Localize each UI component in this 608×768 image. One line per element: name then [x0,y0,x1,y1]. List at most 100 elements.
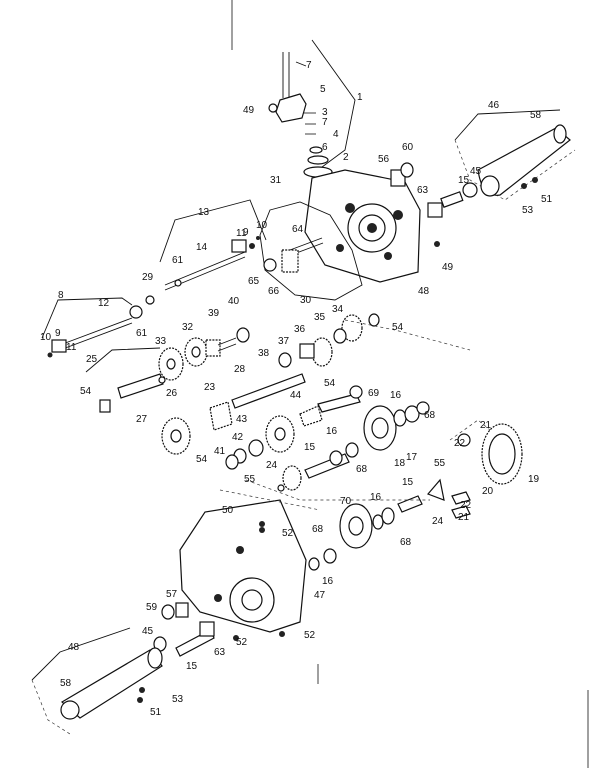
callout-54-b: 54 [80,386,92,397]
callout-5: 5 [320,84,326,95]
callout-9-upper: 9 [243,227,249,238]
callout-15-mid: 15 [304,442,316,453]
callout-19: 19 [528,474,540,485]
callout-17: 17 [406,452,418,463]
callout-36: 36 [294,324,306,335]
callout-64: 64 [292,224,304,235]
callout-14: 14 [196,242,208,253]
callout-7-top: 7 [306,60,312,71]
callout-39: 39 [208,308,220,319]
callout-22-lower: 22 [460,500,472,511]
ring-gear-assembly [449,419,523,519]
callout-43: 43 [236,414,248,425]
callout-10-lower: 10 [40,332,52,343]
callout-54-c: 54 [324,378,336,389]
callout-61-lower: 61 [136,328,148,339]
callout-42: 42 [232,432,244,443]
callout-54-d: 54 [196,454,208,465]
callout-53-left: 53 [172,694,184,705]
shift-shaft-assembly-8 [41,295,155,358]
callout-40: 40 [228,296,240,307]
callout-10-upper: 10 [256,220,268,231]
callout-63-left: 63 [214,647,226,658]
callout-49-right: 49 [442,262,454,273]
lower-differential [308,478,445,571]
callout-45-right: 45 [470,166,482,177]
callout-38: 38 [258,348,270,359]
callout-12: 12 [98,298,110,309]
callout-26: 26 [166,388,178,399]
callout-66: 66 [268,286,280,297]
gear-24 [282,465,302,491]
callout-11-lower: 11 [66,342,77,353]
callout-8: 8 [58,290,64,301]
right-bearings [390,162,538,247]
callout-18: 18 [394,458,406,469]
lower-housing [179,499,307,641]
callout-30: 30 [300,295,312,306]
callout-54-a: 54 [392,322,404,333]
callout-59: 59 [146,602,158,613]
callout-63-right: 63 [417,185,429,196]
callout-15-lower: 15 [402,477,414,488]
callout-31: 31 [270,175,282,186]
callout-22-top: 22 [454,438,466,449]
callout-6: 6 [322,142,328,153]
callout-29: 29 [142,272,154,283]
left-axle-housing [31,627,163,735]
callout-58-right: 58 [530,110,542,121]
callout-16-b: 16 [326,426,338,437]
callout-53-right: 53 [522,205,534,216]
callout-55-a: 55 [244,474,256,485]
countershaft-gears [158,327,250,381]
callout-13: 13 [198,207,210,218]
callout-60: 60 [402,142,414,153]
callout-32: 32 [182,322,194,333]
differential-assembly [363,401,430,451]
callout-27: 27 [136,414,148,425]
callout-45-left: 45 [142,626,154,637]
shift-shaft-assembly-13 [159,199,267,291]
callout-16-d: 16 [322,576,334,587]
reverse-gears [278,313,380,368]
callout-34: 34 [332,304,344,315]
callout-69: 69 [368,388,380,399]
callout-65: 65 [248,276,260,287]
callout-68-d: 68 [312,524,324,535]
callout-4: 4 [333,129,339,140]
callout-3: 3 [322,107,328,118]
callout-20: 20 [482,486,494,497]
callout-68-a: 68 [424,410,436,421]
callout-25: 25 [86,354,98,365]
callout-48-left: 48 [68,642,80,653]
callout-50: 50 [222,505,234,516]
callout-68-c: 68 [400,537,412,548]
callout-41: 41 [214,446,226,457]
upper-housing [304,169,421,283]
callout-24-lower: 24 [432,516,444,527]
callout-15-left: 15 [186,661,198,672]
input-shaft-64 [263,237,324,273]
alignment-lines [219,319,471,511]
callout-58-left: 58 [60,678,72,689]
axle-15-middle [304,442,359,479]
callout-56: 56 [378,154,390,165]
callout-68-b: 68 [356,464,368,475]
callout-2: 2 [343,152,349,163]
callout-21-lower: 21 [458,512,470,523]
splined-shaft-44 [299,385,363,427]
callout-46: 46 [488,100,500,111]
callout-37: 37 [278,336,290,347]
callout-1: 1 [357,92,363,103]
callout-49-top: 49 [243,105,255,116]
callout-23: 23 [204,382,216,393]
callout-15-right: 15 [458,175,470,186]
mainshaft-28 [209,373,306,431]
callout-16-c: 16 [370,492,382,503]
callout-61-upper: 61 [172,255,184,266]
callout-35: 35 [314,312,326,323]
left-bearings [153,602,215,657]
callout-70: 70 [340,496,352,507]
